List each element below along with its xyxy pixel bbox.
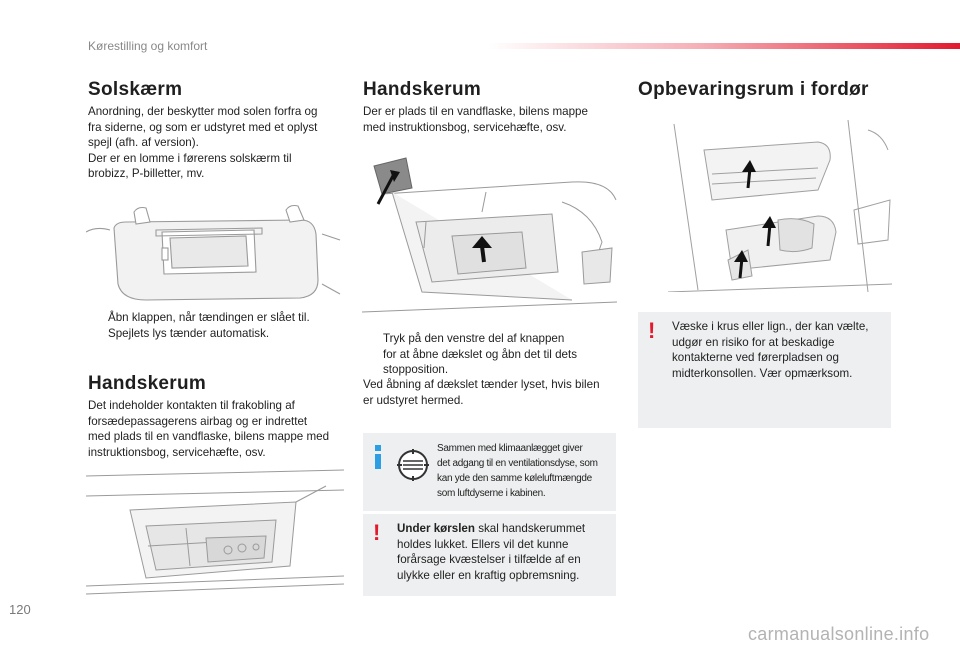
title-solskaerm: Solskærm	[88, 79, 183, 100]
bullet-solskaerm: Åbn klappen, når tændingen er slået til.…	[88, 310, 348, 341]
text-line: er udstyret hermed.	[363, 393, 464, 407]
glovebox-interior-illustration	[86, 469, 344, 595]
warning-box-driving: ! Under kørslen skal handskerummet holde…	[363, 514, 616, 596]
text-line: Sammen med klimaanlægget giver	[437, 443, 583, 454]
text-line: Åbn klappen, når tændingen er slået til.	[108, 311, 310, 324]
text-line: Der er en lomme i førerens solskærm til	[88, 151, 292, 165]
paragraph-handskerum-2: Der er plads til en vandflaske, bilens m…	[363, 104, 618, 135]
text-line: stopposition.	[383, 363, 449, 376]
text-line: det adgang til en ventilationsdyse, som	[437, 458, 598, 469]
text-line: brobizz, P-billetter, mv.	[88, 167, 205, 180]
warning-text: Væske i krus eller lign., der kan vælte,…	[672, 319, 888, 381]
paragraph-solskaerm: Anordning, der beskytter mod solen forfr…	[88, 104, 348, 182]
sun-visor-illustration	[86, 204, 341, 301]
text-line: midterkonsollen. Vær opmærksom.	[672, 366, 853, 380]
page-number: 120	[9, 602, 31, 617]
title-handskerum-2: Handskerum	[363, 79, 482, 100]
header-accent-bar	[488, 43, 960, 49]
text-line: Væske i krus eller lign., der kan vælte,	[672, 320, 869, 333]
text-line: Ved åbning af dækslet tænder lyset, hvis…	[363, 378, 600, 391]
text-line: Spejlets lys tænder automatisk.	[108, 326, 270, 340]
text-line: fra siderne, og som er udstyret med et o…	[88, 120, 318, 134]
door-storage-illustration	[668, 120, 892, 292]
text-line: kan yde den samme køleluftmængde	[437, 473, 592, 484]
paragraph-handskerum-1: Det indeholder kontakten til frakobling …	[88, 398, 348, 460]
bullet-handskerum: Tryk på den venstre del af knappen for a…	[363, 331, 618, 378]
warning-icon: !	[648, 318, 656, 343]
info-box: Sammen med klimaanlægget giver det adgan…	[363, 433, 616, 511]
section-header: Kørestilling og komfort	[88, 39, 208, 53]
glovebox-button-illustration	[362, 157, 617, 313]
text-line: spejl (afh. af version).	[88, 136, 199, 149]
text-line: med plads til en vandflaske, bilens mapp…	[88, 430, 330, 443]
text-line: forårsage kvæstelser i tilfælde af en	[397, 553, 581, 566]
text-line: udgør en risiko for at beskadige	[672, 335, 835, 349]
text-line: holdes lukket. Ellers vil det kunne	[397, 537, 569, 551]
warning-first-line: Under kørslen skal handskerummet	[397, 521, 613, 537]
warning-box-liquid: ! Væske i krus eller lign., der kan vælt…	[638, 312, 891, 428]
watermark: carmanualsonline.info	[748, 624, 930, 644]
text-line: Tryk på den venstre del af knappen	[383, 332, 565, 345]
text-line: for at åbne dækslet og åbn det til dets	[383, 347, 577, 361]
warning-rest: skal handskerummet	[474, 522, 586, 535]
text-line: kontakterne ved førerpladsen og	[672, 351, 839, 364]
text-line: Anordning, der beskytter mod solen forfr…	[88, 105, 318, 118]
text-line: Det indeholder kontakten til frakobling …	[88, 399, 295, 412]
warning-bold: Under kørslen	[397, 522, 475, 535]
text-line: som luftdyserne i kabinen.	[437, 488, 546, 499]
paragraph-light: Ved åbning af dækslet tænder lyset, hvis…	[363, 377, 618, 408]
text-line: med instruktionsbog, servicehæfte, osv.	[363, 120, 567, 134]
text-line: instruktionsbog, servicehæfte, osv.	[88, 445, 266, 459]
title-opbevaringsrum: Opbevaringsrum i fordør	[638, 79, 869, 100]
info-text: Sammen med klimaanlægget giver det adgan…	[437, 441, 615, 501]
text-line: Der er plads til en vandflaske, bilens m…	[363, 105, 588, 118]
vent-icon	[397, 449, 429, 481]
text-line: ulykke eller en kraftig opbremsning.	[397, 568, 580, 582]
warning-text: Under kørslen skal handskerummet holdes …	[397, 521, 613, 583]
text-line: forsædepassagerens airbag og er indrette…	[88, 414, 308, 428]
title-handskerum-1: Handskerum	[88, 373, 207, 394]
warning-icon: !	[373, 520, 381, 545]
